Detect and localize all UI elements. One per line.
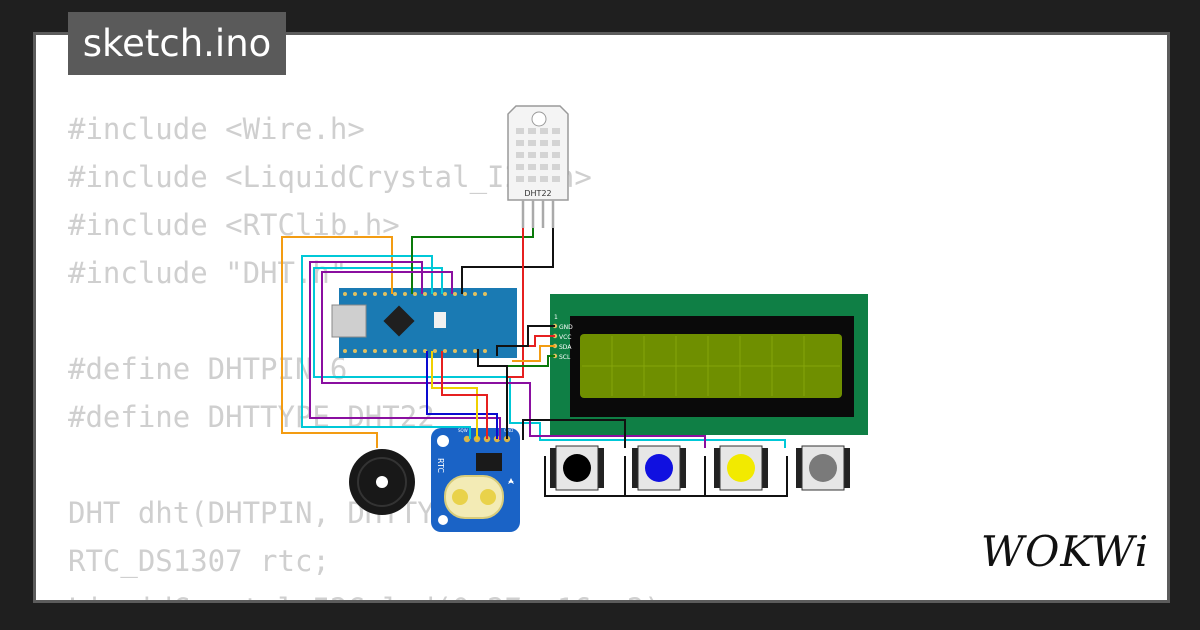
dht22-label: DHT22 — [524, 189, 551, 198]
rtc-label: RTC — [436, 458, 445, 473]
lcd-pin-label: SDA — [559, 344, 572, 351]
buzzer[interactable] — [349, 449, 415, 515]
code-line: #define DHTPIN 6 — [68, 352, 348, 386]
arduino-nano[interactable] — [331, 288, 517, 358]
rtc-pin-label: SQW — [458, 428, 468, 433]
rtc-pin-label: GND — [504, 428, 513, 433]
code-line: #include <Wire.h> — [68, 112, 365, 146]
rtc-module[interactable]: RTC SQW GND — [431, 428, 520, 532]
lcd-pin-label: SCL — [559, 354, 571, 361]
code-line: LiquidCrystal_I2C lcd(0x27, 16, 2); — [68, 585, 679, 600]
push-button-black[interactable] — [550, 445, 604, 491]
lcd-pin-label: VCC — [559, 334, 571, 341]
dht22-sensor[interactable]: DHT22 — [507, 105, 569, 228]
preview-card: #include <Wire.h>#include <LiquidCrystal… — [33, 32, 1170, 603]
lcd-module[interactable]: 1 GND VCC SDA SCL — [550, 294, 868, 435]
lcd-pin-label: GND — [559, 324, 573, 331]
code-line: #include "DHT.h" — [68, 256, 348, 290]
push-button-yellow[interactable] — [714, 445, 768, 491]
wokwi-logo[interactable]: WOKWi — [980, 527, 1150, 576]
code-editor: #include <Wire.h>#include <LiquidCrystal… — [68, 105, 679, 600]
file-title[interactable]: sketch.ino — [68, 12, 286, 75]
code-line: RTC_DS1307 rtc; — [68, 544, 330, 578]
push-button-gray[interactable] — [796, 445, 850, 491]
wires — [281, 228, 788, 497]
star-logo-icon — [508, 478, 514, 484]
push-button-blue[interactable] — [632, 445, 686, 491]
lcd-pin-one: 1 — [554, 314, 558, 321]
